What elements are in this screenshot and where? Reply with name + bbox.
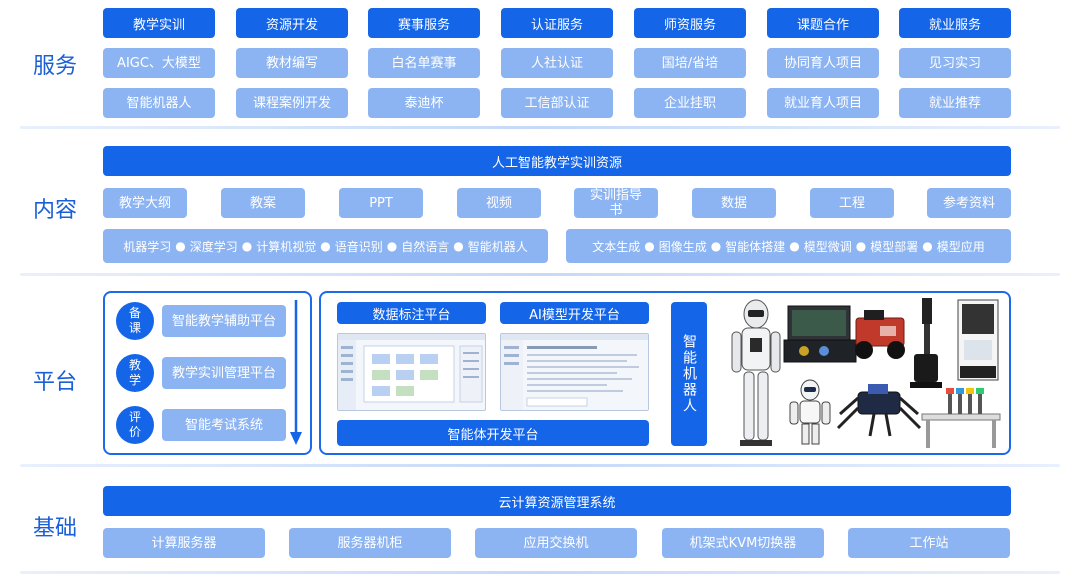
humanoid-robot-icon <box>731 299 781 446</box>
robots-illustration <box>731 298 1001 448</box>
foundation-banner: 云计算资源管理系统 <box>103 486 1011 516</box>
service-item[interactable]: AIGC、大模型 <box>103 48 215 78</box>
resource-data[interactable]: 数据 <box>692 188 776 218</box>
service-item[interactable]: 泰迪杯 <box>368 88 480 118</box>
resource-ppt[interactable]: PPT <box>339 188 423 218</box>
infra-switch[interactable]: 应用交换机 <box>475 528 637 558</box>
resource-video[interactable]: 视频 <box>457 188 541 218</box>
stage-circle-evaluate: 评 价 <box>116 406 154 444</box>
bullet-icon: ● <box>320 239 331 253</box>
service-item[interactable]: 见习实习 <box>899 48 1011 78</box>
section-label-content: 内容 <box>33 198 78 223</box>
bullet-icon: ● <box>175 239 186 253</box>
screenshot-image <box>338 334 485 410</box>
topic-item: 智能机器人 <box>467 239 528 254</box>
topic-item: 语音识别 <box>334 239 383 254</box>
service-head-teaching[interactable]: 教学实训 <box>103 8 215 38</box>
bullet-icon: ● <box>241 239 253 253</box>
stage-circle-prep: 备 课 <box>116 302 154 340</box>
separator <box>20 273 1060 276</box>
ai-model-platform[interactable]: AI模型开发平台 <box>500 302 649 324</box>
section-label-service: 服务 <box>33 54 78 79</box>
resource-project[interactable]: 工程 <box>810 188 894 218</box>
robot-kit-case-icon <box>783 305 857 363</box>
service-item[interactable]: 智能机器人 <box>103 88 215 118</box>
test-bench-icon <box>921 388 1001 448</box>
cabinet-robot-icon <box>957 299 999 381</box>
service-item[interactable]: 国培/省培 <box>634 48 746 78</box>
service-head-employment[interactable]: 就业服务 <box>899 8 1011 38</box>
topic-item: 图像生成 <box>658 239 707 254</box>
topic-item: 模型微调 <box>803 239 852 254</box>
topic-item: 计算机视觉 <box>256 239 317 254</box>
car-robot-icon <box>855 310 905 359</box>
resource-reference[interactable]: 参考资料 <box>927 188 1011 218</box>
data-label-platform[interactable]: 数据标注平台 <box>337 302 486 324</box>
service-item[interactable]: 就业育人项目 <box>767 88 879 118</box>
topic-bar-left: 机器学习● 深度学习● 计算机视觉● 语音识别● 自然语言● 智能机器人 <box>103 229 548 263</box>
bullet-icon: ● <box>644 239 655 253</box>
infra-kvm-switch[interactable]: 机架式KVM切换器 <box>662 528 824 558</box>
robot-arm-icon <box>910 298 942 388</box>
topic-item: 机器学习 <box>123 239 172 254</box>
service-item[interactable]: 白名单赛事 <box>368 48 480 78</box>
service-item[interactable]: 企业挂职 <box>634 88 746 118</box>
stage-label-training-mgmt[interactable]: 教学实训管理平台 <box>162 357 286 389</box>
bullet-icon: ● <box>922 239 933 253</box>
hexapod-robot-icon <box>836 384 922 437</box>
service-item[interactable]: 协同育人项目 <box>767 48 879 78</box>
service-head-research[interactable]: 课题合作 <box>767 8 879 38</box>
content-banner: 人工智能教学实训资源 <box>103 146 1011 176</box>
topic-item: 深度学习 <box>189 239 238 254</box>
separator <box>20 571 1060 574</box>
infra-compute-server[interactable]: 计算服务器 <box>103 528 265 558</box>
service-item[interactable]: 就业推荐 <box>899 88 1011 118</box>
ai-model-screenshot <box>500 333 649 411</box>
topic-item: 文本生成 <box>592 239 641 254</box>
robot-label: 智能机器人 <box>671 302 707 446</box>
service-item[interactable]: 工信部认证 <box>501 88 613 118</box>
service-item[interactable]: 人社认证 <box>501 48 613 78</box>
topic-item: 智能体搭建 <box>725 239 786 254</box>
topic-item: 模型部署 <box>870 239 919 254</box>
agent-dev-platform[interactable]: 智能体开发平台 <box>337 420 649 446</box>
screenshot-image <box>501 334 648 410</box>
infra-workstation[interactable]: 工作站 <box>848 528 1010 558</box>
resource-syllabus[interactable]: 教学大纲 <box>103 188 187 218</box>
separator <box>20 126 1060 129</box>
service-head-faculty[interactable]: 师资服务 <box>634 8 746 38</box>
service-item[interactable]: 课程案例开发 <box>236 88 348 118</box>
bullet-icon: ● <box>789 239 800 253</box>
bullet-icon: ● <box>386 239 398 253</box>
small-humanoid-robot-icon <box>789 379 831 445</box>
resource-lab-guide[interactable]: 实训指导 书 <box>574 188 658 218</box>
service-head-resource[interactable]: 资源开发 <box>236 8 348 38</box>
topic-item: 模型应用 <box>936 239 985 254</box>
topic-item: 自然语言 <box>401 239 450 254</box>
stage-circle-teach: 教 学 <box>116 354 154 392</box>
bullet-icon: ● <box>855 239 867 253</box>
stage-label-exam[interactable]: 智能考试系统 <box>162 409 286 441</box>
data-label-screenshot <box>337 333 486 411</box>
topic-bar-right: 文本生成● 图像生成● 智能体搭建● 模型微调● 模型部署● 模型应用 <box>566 229 1011 263</box>
infra-server-rack[interactable]: 服务器机柜 <box>289 528 451 558</box>
bullet-icon: ● <box>710 239 722 253</box>
flow-arrow-icon <box>290 300 302 445</box>
resource-lesson-plan[interactable]: 教案 <box>221 188 305 218</box>
service-item[interactable]: 教材编写 <box>236 48 348 78</box>
stage-label-teaching-assist[interactable]: 智能教学辅助平台 <box>162 305 286 337</box>
service-head-competition[interactable]: 赛事服务 <box>368 8 480 38</box>
separator <box>20 464 1060 467</box>
bullet-icon: ● <box>453 239 464 253</box>
section-label-foundation: 基础 <box>33 516 78 541</box>
section-label-platform: 平台 <box>33 370 78 395</box>
service-head-certification[interactable]: 认证服务 <box>501 8 613 38</box>
